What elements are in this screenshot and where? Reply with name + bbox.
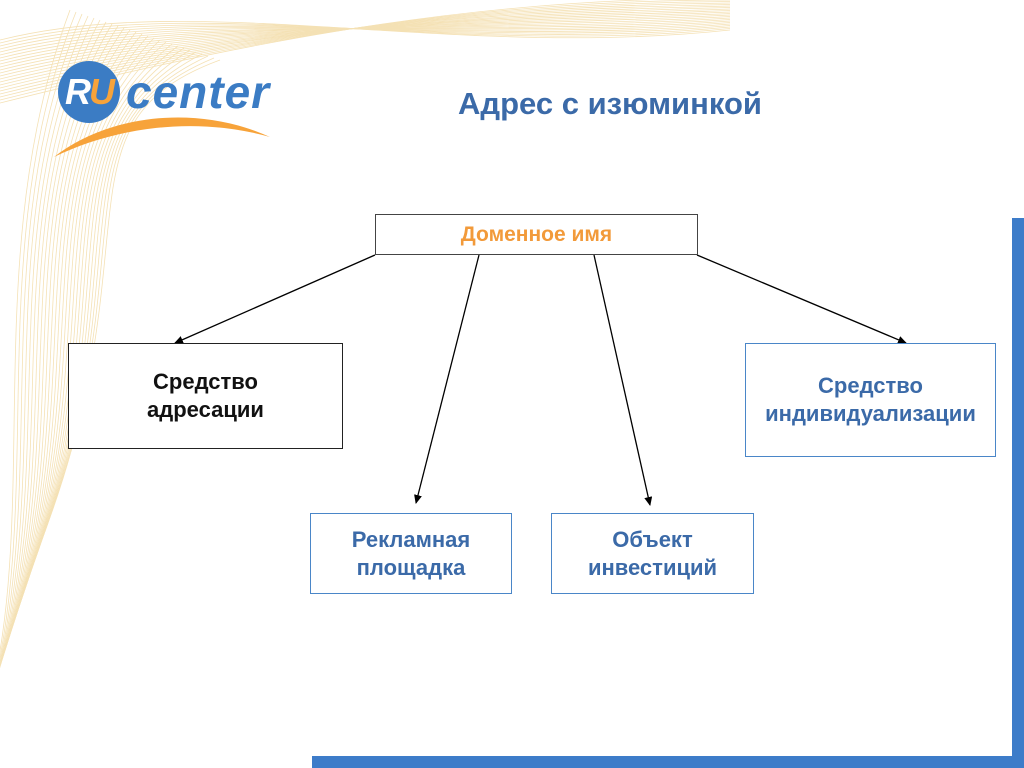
- logo-ru-badge: RU: [58, 61, 120, 123]
- node-advertising-line2: площадка: [356, 554, 466, 580]
- node-investment-line2: инвестиций: [587, 554, 718, 580]
- node-addressing-line2: адресации: [147, 397, 264, 422]
- node-addressing-line1: Средство: [153, 369, 258, 394]
- node-investment: Объект инвестиций: [551, 513, 754, 594]
- logo-swoosh: [54, 117, 270, 157]
- node-individualization-line2: индивидуализации: [765, 401, 976, 426]
- node-addressing: Средство адресации: [68, 343, 343, 449]
- node-individualization-line1: Средство: [818, 373, 923, 398]
- node-domain-name: Доменное имя: [375, 214, 698, 255]
- node-investment-line1: Объект: [612, 526, 693, 552]
- edge-to-addressing: [174, 254, 376, 344]
- edge-to-investment: [593, 254, 653, 506]
- edge-to-advertising: [414, 254, 480, 504]
- ru-center-logo: RU center: [50, 55, 280, 165]
- frame-right-bar: [1012, 218, 1024, 768]
- node-advertising-line1: Рекламная: [351, 526, 471, 552]
- node-advertising: Рекламная площадка: [310, 513, 512, 594]
- logo-wordmark: center: [126, 66, 271, 118]
- edge-to-individualization: [696, 254, 907, 344]
- slide-title: Адрес с изюминкой: [458, 86, 762, 121]
- node-domain-name-label: Доменное имя: [460, 222, 613, 246]
- frame-bottom-bar: [312, 756, 1024, 768]
- node-individualization: Средство индивидуализации: [745, 343, 996, 457]
